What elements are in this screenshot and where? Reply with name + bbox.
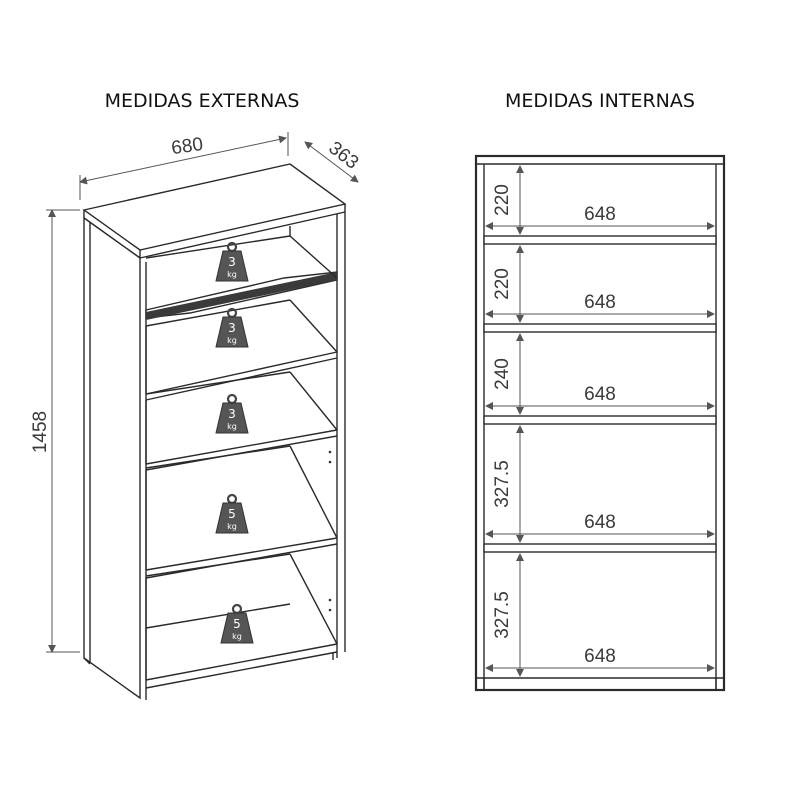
weight-icon: 5kg bbox=[215, 493, 249, 534]
weight-unit: kg bbox=[227, 422, 237, 431]
compartment: 220 648 bbox=[485, 165, 715, 235]
compartment-height-label: 327.5 bbox=[492, 460, 513, 508]
weight-icon: 5kg bbox=[220, 603, 254, 644]
compartment-height-label: 220 bbox=[492, 268, 513, 300]
cabinet-top bbox=[82, 163, 347, 251]
compartment: 240 648 bbox=[485, 333, 715, 415]
compartment-height-label: 220 bbox=[492, 184, 513, 216]
compartment-width-label: 648 bbox=[584, 512, 616, 533]
compartment: 327.5 648 bbox=[485, 553, 715, 677]
external-width-label: 680 bbox=[170, 134, 204, 159]
weight-unit: kg bbox=[232, 632, 242, 641]
compartment-height-label: 327.5 bbox=[492, 591, 513, 639]
compartment-width-label: 648 bbox=[584, 292, 616, 313]
compartment: 220 648 bbox=[485, 245, 715, 323]
internal-shelf bbox=[483, 543, 717, 553]
weight-icon: 3kg bbox=[215, 307, 249, 348]
weight-icon: 3kg bbox=[215, 393, 249, 434]
external-depth-label: 363 bbox=[324, 138, 362, 174]
compartment-height-label: 240 bbox=[492, 358, 513, 390]
compartment-width-label: 648 bbox=[584, 384, 616, 405]
internal-shelf bbox=[483, 323, 717, 333]
internal-title: MEDIDAS INTERNAS bbox=[505, 90, 695, 112]
weight-unit: kg bbox=[227, 522, 237, 531]
internal-shelf bbox=[483, 235, 717, 245]
weight-value: 5 bbox=[233, 617, 241, 631]
external-height-label: 1458 bbox=[30, 411, 51, 453]
internal-cabinet: 220 648 220 648 240 648 327.5 648 327.5 648 bbox=[474, 154, 726, 692]
weight-value: 3 bbox=[228, 321, 236, 335]
weight-value: 3 bbox=[228, 407, 236, 421]
compartment-width-label: 648 bbox=[584, 204, 616, 225]
cabinet-left-side bbox=[83, 216, 141, 700]
internal-shelf bbox=[483, 415, 717, 425]
weight-value: 5 bbox=[228, 507, 236, 521]
compartment-width-label: 648 bbox=[584, 646, 616, 667]
internal-frame bbox=[474, 154, 726, 692]
weight-icon: 3kg bbox=[215, 241, 249, 282]
weight-unit: kg bbox=[227, 336, 237, 345]
weight-value: 3 bbox=[228, 255, 236, 269]
compartment: 327.5 648 bbox=[485, 425, 715, 543]
shelf-edge-dark bbox=[146, 272, 337, 320]
external-title: MEDIDAS EXTERNAS bbox=[105, 90, 300, 112]
internal-compartments: 220 648 220 648 240 648 327.5 648 327.5 648 bbox=[485, 165, 715, 677]
weight-unit: kg bbox=[227, 270, 237, 279]
